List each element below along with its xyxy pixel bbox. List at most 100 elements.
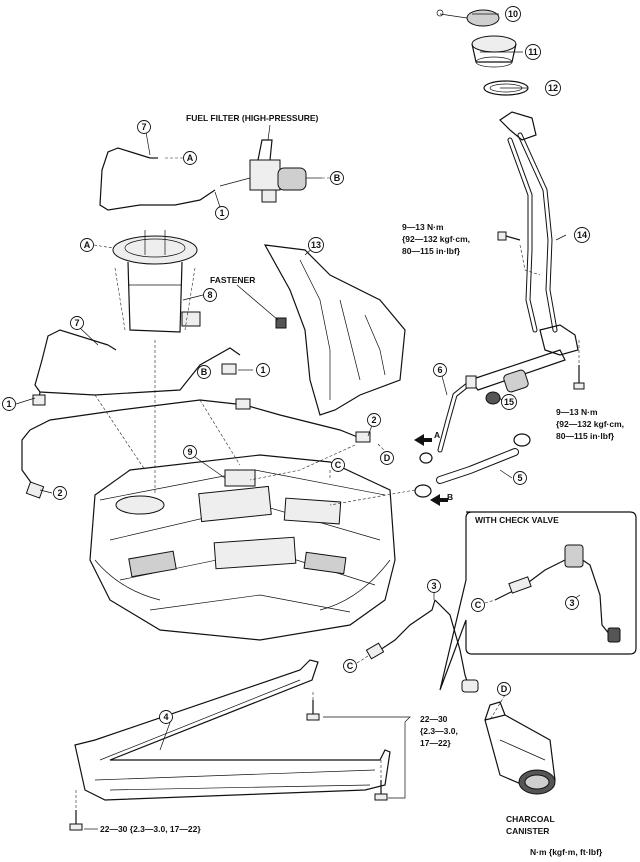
ref-c-3: C (471, 598, 496, 612)
ref-c-2: C (343, 655, 369, 673)
svg-text:14: 14 (577, 230, 587, 240)
callout-14: 14 (574, 227, 590, 243)
filler-pipe (468, 111, 579, 393)
charcoal-canister (484, 701, 556, 795)
fastener-label: FASTENER (210, 275, 255, 285)
fuel-filter (219, 139, 322, 203)
guide-lines (75, 244, 580, 810)
svg-text:22—30: 22—30 (420, 714, 448, 724)
svg-text:{2.3—3.0,: {2.3—3.0, (420, 726, 458, 736)
callout-1-c: 1 (2, 397, 16, 411)
svg-text:80—115 in·lbf}: 80—115 in·lbf} (402, 246, 461, 256)
callout-6: 6 (433, 363, 447, 377)
ref-c-1: C (331, 458, 345, 472)
callout-8: 8 (203, 288, 217, 302)
svg-text:{92—132 kgf·cm,: {92—132 kgf·cm, (556, 419, 624, 429)
svg-text:{92—132 kgf·cm,: {92—132 kgf·cm, (402, 234, 470, 244)
bolt-filler-bracket (497, 231, 521, 241)
svg-text:10: 10 (508, 9, 518, 19)
callout-3-b: 3 (565, 596, 579, 610)
svg-text:C: C (347, 661, 354, 671)
ref-d-1: D (377, 443, 394, 465)
callout-7-a: 7 (137, 120, 151, 134)
svg-text:2: 2 (57, 488, 62, 498)
svg-text:A: A (434, 430, 440, 440)
svg-text:11: 11 (528, 47, 538, 57)
svg-text:12: 12 (548, 83, 558, 93)
svg-text:D: D (384, 453, 391, 463)
fuel-tank (89, 454, 396, 641)
svg-text:3: 3 (569, 598, 574, 608)
callout-10: 10 (505, 6, 521, 22)
svg-text:D: D (501, 684, 508, 694)
svg-text:B: B (447, 492, 453, 502)
torque-bracket-lower: 22—30 {2.3—3.0, 17—22} (84, 824, 201, 834)
fuel-lines (21, 147, 371, 499)
fuel-filter-label: FUEL FILTER (HIGH-PRESSURE) (186, 113, 319, 123)
check-valve-inset (439, 511, 637, 691)
bolt-bracket-upper (306, 700, 320, 721)
fuel-cap (436, 9, 500, 27)
bolts (69, 231, 585, 831)
svg-text:A: A (187, 153, 194, 163)
torque-bracket-upper: 22—30 {2.3—3.0, 17—22} (420, 714, 458, 748)
callout-numbers: 1 1 1 2 2 3 3 4 5 6 7 7 8 9 10 11 12 13 … (2, 6, 590, 724)
svg-text:B: B (334, 173, 341, 183)
tank-bracket (74, 659, 391, 801)
svg-text:9: 9 (187, 447, 192, 457)
svg-text:C: C (475, 600, 482, 610)
callout-13: 13 (308, 237, 324, 253)
check-valve-label: WITH CHECK VALVE (475, 515, 559, 525)
svg-text:3: 3 (431, 581, 436, 591)
reference-letters: A B A B D C C D C (80, 151, 511, 696)
svg-text:7: 7 (141, 122, 146, 132)
callout-2-a: 2 (367, 413, 381, 427)
svg-text:9—13 N·m: 9—13 N·m (402, 222, 444, 232)
svg-text:4: 4 (163, 712, 168, 722)
ref-b-1: B (322, 171, 344, 185)
svg-text:8: 8 (207, 290, 212, 300)
bolt-filler-lower (573, 365, 585, 390)
fastener-clip (275, 317, 287, 329)
arrow-b-icon (430, 494, 448, 506)
svg-text:7: 7 (74, 318, 79, 328)
callout-11: 11 (525, 44, 541, 60)
svg-text:1: 1 (6, 399, 11, 409)
svg-text:17—22}: 17—22} (420, 738, 451, 748)
svg-text:13: 13 (311, 240, 321, 250)
arrow-a-icon (414, 434, 432, 446)
callout-1-b: 1 (256, 363, 270, 377)
svg-text:B: B (201, 367, 208, 377)
callout-5: 5 (513, 471, 527, 485)
fuel-pump-unit (112, 230, 201, 333)
bolt-bracket-right (374, 780, 388, 801)
hoses (414, 375, 531, 498)
leader-lines (15, 13, 581, 799)
svg-text:6: 6 (437, 365, 442, 375)
callout-15: 15 (501, 394, 517, 410)
callout-12: 12 (545, 80, 561, 96)
ref-a-1: A (165, 151, 197, 165)
svg-text:A: A (84, 240, 91, 250)
evap-line (365, 599, 479, 693)
svg-text:1: 1 (219, 208, 224, 218)
callout-4: 4 (159, 710, 173, 724)
svg-text:22—30 {2.3—3.0, 17—22}: 22—30 {2.3—3.0, 17—22} (100, 824, 201, 834)
callout-9: 9 (183, 445, 197, 459)
callout-1-a: 1 (215, 206, 229, 220)
text-labels: FUEL FILTER (HIGH-PRESSURE) FASTENER WIT… (84, 113, 624, 857)
svg-text:5: 5 (517, 473, 522, 483)
torque-filler-lower: 9—13 N·m {92—132 kgf·cm, 80—115 in·lbf} (556, 407, 624, 441)
torque-filler-bracket: 9—13 N·m {92—132 kgf·cm, 80—115 in·lbf} (402, 222, 470, 256)
svg-text:80—115 in·lbf}: 80—115 in·lbf} (556, 431, 615, 441)
svg-text:2: 2 (371, 415, 376, 425)
ref-d-2: D (497, 682, 511, 696)
heat-shield (263, 244, 406, 416)
callout-2-b: 2 (53, 486, 67, 500)
ref-b-2: B (197, 365, 211, 379)
svg-text:9—13 N·m: 9—13 N·m (556, 407, 598, 417)
svg-text:C: C (335, 460, 342, 470)
canister-label-2: CANISTER (506, 826, 549, 836)
